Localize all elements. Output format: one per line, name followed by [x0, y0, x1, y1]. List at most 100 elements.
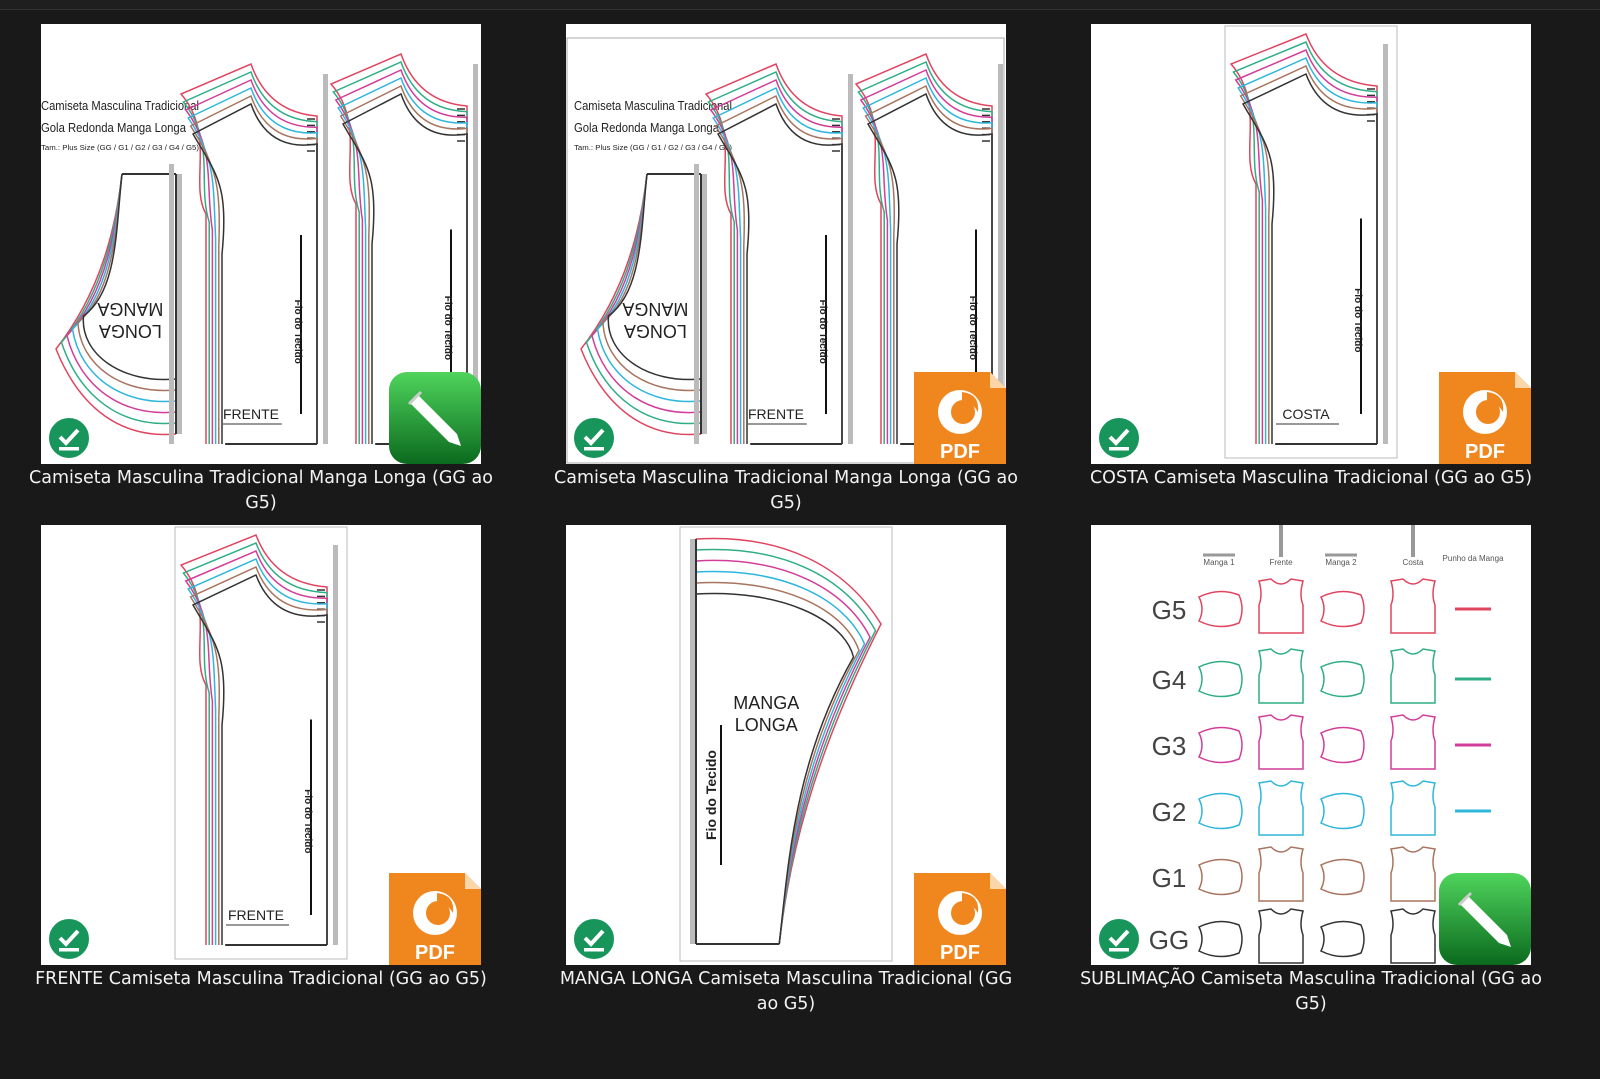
sync-status-icon — [572, 416, 616, 460]
preview-text: LONGA — [99, 321, 162, 341]
file-name[interactable]: COSTA Camiseta Masculina Tradicional (GG… — [1089, 468, 1533, 488]
preview-text: LONGA — [624, 321, 687, 341]
size-line-G5 — [179, 534, 328, 945]
size-line-G2 — [712, 86, 843, 444]
sleeve-icon — [1319, 858, 1365, 896]
size-line-G5 — [179, 62, 318, 444]
shirt-icon — [1258, 908, 1304, 964]
preview-text: MANGA — [733, 693, 799, 713]
size-line-G5 — [1229, 33, 1378, 444]
size-line-GG — [716, 102, 843, 444]
preview-text: Manga 2 — [1325, 558, 1357, 567]
preview-text: MANGA — [97, 299, 163, 319]
preview-text: Camiseta Masculina Tradicional — [41, 98, 199, 113]
preview-text: Camiseta Masculina Tradicional — [574, 98, 732, 113]
preview-text: LONGA — [735, 715, 798, 735]
sleeve-icon — [1197, 920, 1243, 958]
size-line-G3 — [66, 173, 177, 414]
preview-text: Fio do Tecido — [703, 750, 719, 840]
sync-status-icon — [1097, 416, 1141, 460]
size-line-G1 — [339, 84, 468, 444]
preview-text: Fio do Tecido — [302, 789, 313, 853]
preview-text: COSTA — [1282, 406, 1330, 422]
pdf-label: PDF — [415, 942, 455, 964]
shirt-icon — [1390, 908, 1436, 964]
preview-text: FRENTE — [748, 406, 804, 422]
preview-text: G4 — [1152, 665, 1187, 695]
preview-text: Fio do Tecido — [442, 296, 453, 360]
shirt-icon — [1258, 780, 1304, 836]
file-name[interactable]: MANGA LONGA Camiseta Masculina Tradicion… — [559, 969, 1013, 1014]
size-line-G4 — [332, 60, 468, 444]
size-line-G2 — [337, 76, 468, 444]
pdf-label: PDF — [1465, 441, 1505, 463]
size-line-G1 — [714, 94, 843, 444]
pdf-label: PDF — [940, 942, 980, 964]
size-line-G5 — [854, 52, 993, 444]
preview-text: GG — [1149, 925, 1189, 955]
preview-text: Gola Redonda Manga Longa — [574, 120, 720, 135]
preview-text: Costa — [1403, 558, 1424, 567]
editor-app-icon — [1439, 873, 1531, 965]
size-line-G4 — [707, 70, 843, 444]
file-name[interactable]: FRENTE Camiseta Masculina Tradicional (G… — [35, 969, 487, 989]
size-line-G3 — [184, 550, 328, 945]
size-line-G5 — [329, 52, 468, 444]
file-name[interactable]: Camiseta Masculina Tradicional Manga Lon… — [554, 468, 1018, 513]
shirt-icon — [1258, 648, 1304, 704]
sync-status-icon — [572, 917, 616, 961]
sleeve-icon — [1197, 660, 1243, 698]
file-name[interactable]: SUBLIMAÇÃO Camiseta Masculina Tradiciona… — [1080, 969, 1542, 1014]
shirt-icon — [1390, 714, 1436, 770]
size-line-G2 — [187, 86, 318, 444]
size-line-G3 — [184, 78, 318, 444]
pdf-label: PDF — [940, 441, 980, 463]
preview-text: G2 — [1152, 797, 1187, 827]
size-line-GG — [82, 173, 177, 381]
size-line-G2 — [862, 76, 993, 444]
sleeve-icon — [1197, 590, 1243, 628]
preview-text: FRENTE — [223, 406, 279, 422]
pdf-file-icon: PDF — [914, 873, 1006, 965]
size-line-G3 — [695, 559, 871, 945]
preview-text: MANGA — [622, 299, 688, 319]
pdf-file-icon: PDF — [389, 873, 481, 965]
size-line-G3 — [591, 173, 702, 414]
shirt-icon — [1390, 578, 1436, 634]
preview-text: G1 — [1152, 863, 1187, 893]
size-line-G4 — [1232, 41, 1378, 444]
size-line-G2 — [596, 173, 702, 403]
size-line-GG — [1241, 72, 1378, 444]
preview-text: Fio do Tecido — [817, 300, 828, 364]
file-name[interactable]: Camiseta Masculina Tradicional Manga Lon… — [29, 468, 493, 513]
size-line-G5 — [704, 62, 843, 444]
preview-text: Fio do Tecido — [1352, 288, 1363, 352]
pdf-file-icon: PDF — [1439, 372, 1531, 464]
sync-status-icon — [47, 416, 91, 460]
sleeve-icon — [1197, 858, 1243, 896]
size-line-G4 — [857, 60, 993, 444]
sync-status-icon — [47, 917, 91, 961]
